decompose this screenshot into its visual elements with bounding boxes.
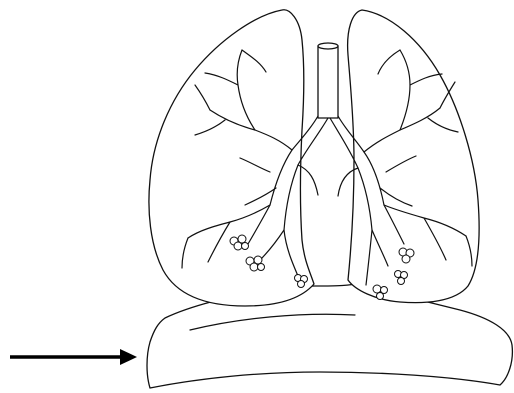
- pointer-arrow: [10, 349, 137, 365]
- trachea: [318, 43, 338, 118]
- left-lung: [149, 10, 314, 306]
